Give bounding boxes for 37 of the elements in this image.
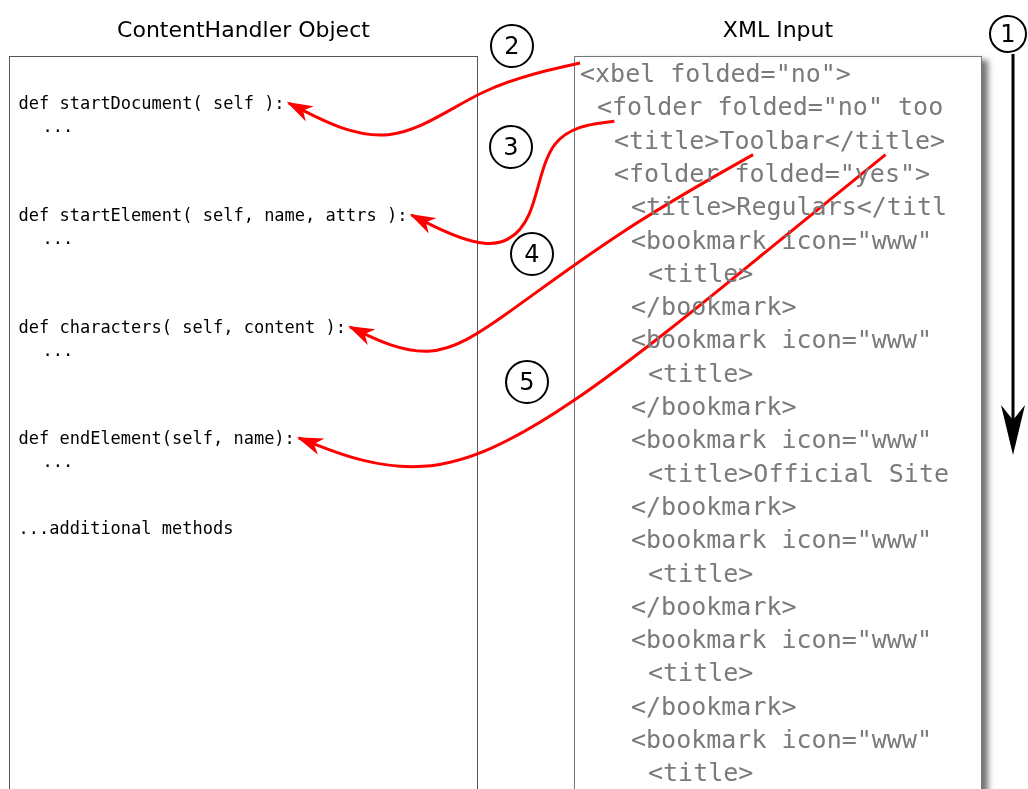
ellipsis-text: ...: [41, 114, 75, 138]
xml-line: <xbel folded="no">: [580, 59, 851, 89]
panel-title: XML Input: [721, 17, 835, 42]
xml-line: <bookmark icon="www": [631, 425, 933, 456]
xml-line: <bookmark icon="www": [631, 225, 933, 256]
method-signature: def startDocument( self ):: [18, 91, 285, 115]
ellipsis-text: ...: [41, 338, 75, 362]
xml-line: </bookmark>: [631, 491, 797, 522]
xml-line: </bookmark>: [631, 591, 797, 622]
xml-line: <title>: [648, 358, 754, 389]
xml-line: <title>: [648, 758, 754, 789]
xml-line: <title>Official Site: [648, 458, 950, 489]
xml-line: <title>Toolbar</title>: [614, 125, 946, 156]
xml-line: <bookmark icon="www": [631, 725, 933, 755]
method-signature: ...additional methods: [18, 516, 234, 540]
xml-line: <bookmark icon="www": [631, 525, 933, 556]
xml-line: <folder folded="no" too: [597, 92, 944, 123]
step-number: 1: [989, 15, 1027, 53]
step-number: 4: [510, 232, 554, 276]
arrow: [286, 61, 581, 137]
arrow: [296, 153, 887, 469]
step-number: 2: [490, 24, 534, 68]
panel-title: ContentHandler Object: [116, 17, 371, 42]
xml-line: </bookmark>: [631, 691, 797, 722]
method-signature: def startElement( self, name, attrs ):: [18, 203, 408, 227]
ellipsis-text: ...: [41, 226, 75, 250]
arrow: [409, 119, 615, 245]
method-signature: def characters( self, content ):: [18, 315, 346, 339]
method-signature: def endElement(self, name):: [18, 426, 295, 450]
arrow: [348, 153, 754, 353]
xml-line: </bookmark>: [631, 392, 797, 422]
xml-line: <bookmark icon="www": [631, 625, 933, 656]
ellipsis-text: ...: [41, 449, 75, 473]
step-number: 5: [505, 360, 549, 404]
xml-line: <title>: [648, 558, 754, 589]
step-number: 3: [489, 125, 533, 169]
xml-line: <title>: [648, 658, 754, 689]
